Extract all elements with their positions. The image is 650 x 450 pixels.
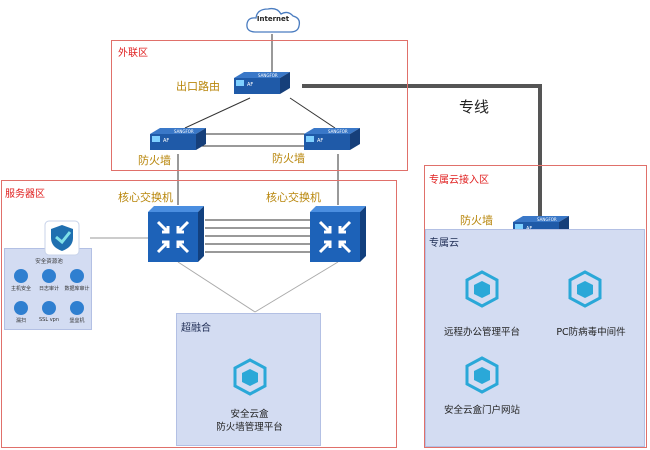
core-switch-left-icon bbox=[148, 206, 204, 262]
firewall-left-label: 防火墙 bbox=[138, 154, 171, 167]
pool-item-1: 日志审计 bbox=[38, 286, 59, 292]
shield-icon bbox=[44, 220, 80, 256]
outer-zone: 外联区 bbox=[111, 40, 408, 171]
private-cloud-title: 专属云 bbox=[429, 238, 459, 249]
pool-item-0: 主机安全 bbox=[10, 286, 31, 292]
server-zone: 服务器区 bbox=[1, 180, 397, 448]
af-appliance-icon: AF SANGFOR bbox=[304, 128, 360, 150]
security-pool-title: 安全资源池 bbox=[35, 259, 63, 265]
exit-router-device: AF SANGFOR bbox=[230, 70, 292, 96]
brand-label: SANGFOR bbox=[537, 217, 557, 222]
private-service-1: PC防病毒中间件 bbox=[556, 327, 626, 338]
dedicated-line-label: 专线 bbox=[459, 98, 490, 116]
private-service-0: 远程办公管理平台 bbox=[443, 327, 520, 338]
core-switch-right-icon bbox=[310, 206, 366, 262]
private-cloud-panel: 专属云 远程办公管理平台 PC防病毒中间件 安全云盒门户网站 bbox=[425, 229, 645, 447]
firewall-right-label: 防火墙 bbox=[272, 152, 305, 165]
af-badge: AF bbox=[317, 138, 323, 144]
cube-icon bbox=[566, 270, 604, 308]
pool-item-3: 漏扫 bbox=[15, 318, 26, 324]
internet-cloud-icon: Internet bbox=[244, 4, 302, 36]
vuln-scan-icon bbox=[14, 301, 28, 315]
firewall-right-device: AF SANGFOR bbox=[300, 126, 362, 152]
hci-panel: 超融合 安全云盒 防火墙管理平台 bbox=[176, 313, 321, 446]
af-badge: AF bbox=[163, 138, 169, 144]
pool-item-5: 堡垒机 bbox=[69, 318, 85, 324]
core-switch-right-label: 核心交换机 bbox=[266, 191, 321, 204]
cube-icon bbox=[463, 356, 501, 394]
exit-router-label: 出口路由 bbox=[176, 80, 220, 93]
core-switch-left-label: 核心交换机 bbox=[118, 191, 173, 204]
server-zone-title: 服务器区 bbox=[5, 189, 45, 200]
hci-service-line-1: 安全云盒 bbox=[230, 409, 269, 420]
af-appliance-icon: AF SANGFOR bbox=[234, 72, 290, 94]
security-resource-pool: 安全资源池 主机安全 日志审计 数据库审计 漏扫 SSL vpn 堡垒机 bbox=[4, 248, 92, 330]
private-service-2: 安全云盒门户网站 bbox=[443, 405, 520, 416]
hci-service-line-2: 防火墙管理平台 bbox=[216, 422, 283, 433]
ssl-vpn-icon bbox=[42, 301, 56, 315]
private-access-zone-title: 专属云接入区 bbox=[429, 175, 489, 186]
brand-label: SANGFOR bbox=[258, 73, 278, 78]
pool-item-4: SSL vpn bbox=[38, 317, 60, 323]
cube-icon bbox=[231, 358, 269, 396]
bastion-host-icon bbox=[70, 301, 84, 315]
host-security-icon bbox=[14, 269, 28, 283]
af-appliance-icon: AF SANGFOR bbox=[150, 128, 206, 150]
af-badge: AF bbox=[247, 82, 253, 88]
outer-zone-title: 外联区 bbox=[118, 48, 148, 59]
private-access-zone: 专属云接入区 bbox=[424, 165, 647, 448]
db-audit-icon bbox=[70, 269, 84, 283]
firewall-private-label: 防火墙 bbox=[460, 214, 493, 227]
firewall-left-device: AF SANGFOR bbox=[146, 126, 208, 152]
pool-item-2: 数据库审计 bbox=[64, 286, 90, 292]
hci-title: 超融合 bbox=[181, 323, 211, 334]
log-audit-icon bbox=[42, 269, 56, 283]
internet-label: Internet bbox=[256, 15, 290, 23]
brand-label: SANGFOR bbox=[328, 129, 348, 134]
cube-icon bbox=[463, 270, 501, 308]
brand-label: SANGFOR bbox=[174, 129, 194, 134]
